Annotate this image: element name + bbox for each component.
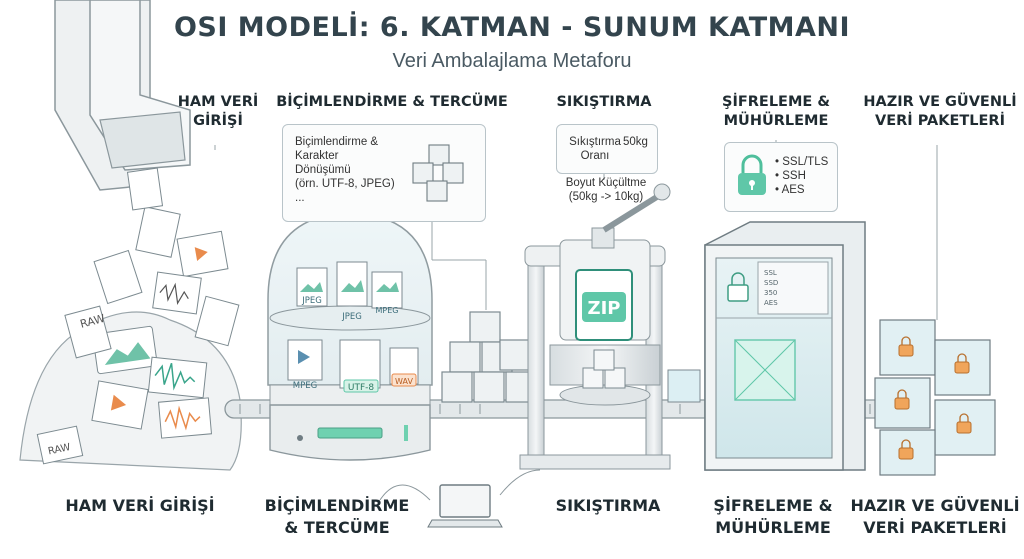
encryption-cabinet: SSL SSD 350 AES bbox=[704, 221, 866, 471]
stage-label-format: BİÇİMLENDİRME & TERCÜME bbox=[276, 94, 508, 110]
input-chute bbox=[54, 0, 191, 191]
cabinet-label: SSD bbox=[764, 279, 778, 287]
stage-footer-format: BİÇİMLENDİRME & TERCÜME bbox=[264, 496, 410, 537]
format-note-line: Karakter bbox=[295, 150, 339, 162]
compress-ratio-label: Sıkıştırma bbox=[569, 136, 621, 148]
dome-file-label: UTF-8 bbox=[348, 383, 375, 393]
stage-label-output: HAZIR VE GÜVENLİ VERİ PAKETLERİ bbox=[863, 94, 1017, 129]
cabinet-label: SSL bbox=[764, 269, 777, 277]
secure-packets bbox=[874, 319, 996, 476]
format-note-line: Biçimlendirme & bbox=[295, 136, 379, 148]
encrypt-callout: • SSL/TLS • SSH • AES bbox=[724, 142, 838, 212]
format-note-line: Dönüşümü bbox=[295, 164, 351, 176]
encrypt-item: AES bbox=[781, 184, 805, 196]
compression-press: ZIP bbox=[519, 183, 701, 470]
format-note-line: ... bbox=[295, 192, 305, 204]
compress-caption-line: Boyut Küçültme bbox=[565, 177, 647, 189]
stage-label-input: HAM VERİ GİRİŞİ bbox=[177, 94, 259, 129]
compress-caption: Boyut Küçültme (50kg -> 10kg) bbox=[544, 176, 668, 204]
compress-callout: Sıkıştırma Oranı 50kg bbox=[556, 124, 658, 174]
encrypt-item: SSL/TLS bbox=[782, 156, 829, 168]
compress-weight: 50kg bbox=[623, 136, 648, 148]
encrypt-item: SSH bbox=[782, 170, 806, 182]
stage-label-compress: SIKIŞTIRMA bbox=[556, 94, 652, 110]
format-dome-machine: JPEG JPEG MPEG MPEG UTF-8 WAV bbox=[267, 212, 433, 461]
stage-footer-encrypt: ŞİFRELEME & MÜHÜRLEME bbox=[713, 496, 833, 537]
format-callout: Biçimlendirme & Karakter Dönüşümü (örn. … bbox=[282, 124, 486, 222]
stage-footer-input: HAM VERİ GİRİŞİ bbox=[65, 496, 215, 515]
stage-footer-output: HAZIR VE GÜVENLİ VERİ PAKETLERİ bbox=[850, 496, 1020, 537]
cabinet-label: AES bbox=[764, 299, 778, 307]
dome-file-label: WAV bbox=[395, 377, 413, 386]
raw-label: RAW bbox=[79, 312, 107, 331]
page-subtitle: Veri Ambalajlama Metaforu bbox=[392, 50, 632, 72]
lock-icon bbox=[738, 154, 766, 195]
page-title: OSI MODELİ: 6. KATMAN - SUNUM KATMANI bbox=[173, 12, 851, 43]
compress-caption-line: (50kg -> 10kg) bbox=[568, 191, 644, 203]
compress-ratio-label: Oranı bbox=[580, 150, 610, 162]
dome-file-label: JPEG bbox=[301, 296, 322, 306]
stage-label-encrypt: ŞİFRELEME & MÜHÜRLEME bbox=[722, 94, 830, 129]
dome-file-label: MPEG bbox=[293, 381, 317, 391]
cabinet-label: 350 bbox=[764, 289, 777, 297]
cabinet-lock-icon bbox=[727, 272, 749, 302]
zip-label: ZIP bbox=[588, 298, 621, 319]
dome-file-label: MPEG bbox=[376, 306, 399, 315]
laptop-icon bbox=[379, 469, 541, 528]
raw-data-pile: RAW RAW bbox=[19, 167, 242, 471]
raw-label: RAW bbox=[47, 442, 72, 458]
dome-file-label: JPEG bbox=[341, 312, 362, 322]
stage-footer-compress: SIKIŞTIRMA bbox=[555, 496, 661, 515]
formatted-cubes bbox=[441, 311, 537, 403]
cubes-icon bbox=[412, 144, 464, 202]
format-note-line: (örn. UTF-8, JPEG) bbox=[295, 178, 395, 190]
